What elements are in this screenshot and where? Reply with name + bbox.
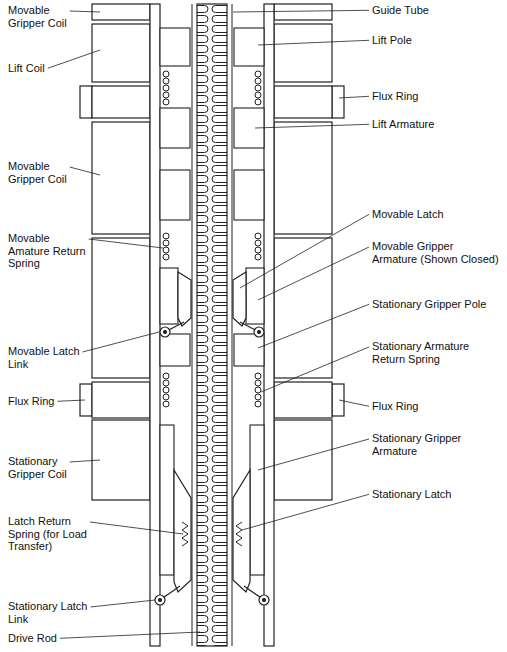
part-label: Lift Coil [8,62,88,75]
leader-line [261,347,369,392]
part-label: Movable Latch [372,208,500,221]
part-label: Flux Ring [372,400,500,413]
part-label: Flux Ring [372,90,500,103]
leader-line [258,304,369,348]
part-label: Stationary Armature Return Spring [372,340,500,365]
guide-tube [192,4,232,646]
leader-line [90,522,183,534]
part-label: Stationary Gripper Coil [8,455,88,480]
leader-line [258,439,369,470]
leader-lines [48,10,369,638]
part-label: Stationary Latch [372,488,500,501]
leader-line [258,247,369,300]
leader-line [48,50,100,68]
part-label: Movable Amature Return Spring [8,232,88,270]
leader-line [83,332,160,352]
leader-line [339,400,369,406]
part-label: Drive Rod [8,632,88,645]
part-label: Stationary Latch Link [8,600,88,625]
drive-rod [197,4,227,646]
part-label: Guide Tube [372,4,500,17]
part-label: Lift Pole [372,34,500,47]
part-label: Movable Gripper Armature (Shown Closed) [372,240,500,265]
part-label: Flux Ring [8,395,88,408]
part-label: Lift Armature [372,118,500,131]
leader-line [240,214,369,288]
part-label: Stationary Gripper Armature [372,432,500,457]
part-label: Movable Gripper Coil [8,4,88,29]
part-label: Latch Return Spring (for Load Transfer) [8,515,88,553]
leader-line [60,632,200,638]
leader-line [58,400,86,401]
leader-line [233,10,369,12]
leader-line [89,239,163,248]
leader-line [70,11,100,12]
leader-line [91,600,156,607]
stationary-latches [155,470,269,605]
movable-latches [160,272,264,337]
part-label: Movable Gripper Coil [8,160,88,185]
leader-line [258,40,369,45]
leader-line [242,494,369,530]
leader-line [70,167,100,175]
return-springs [163,71,261,407]
leader-line [255,124,369,128]
latch-return-springs [182,522,242,546]
leader-line [339,96,369,98]
leader-line [70,460,100,462]
part-label: Stationary Gripper Pole [372,298,500,311]
pressure-housing [150,4,274,646]
part-label: Movable Latch Link [8,345,88,370]
